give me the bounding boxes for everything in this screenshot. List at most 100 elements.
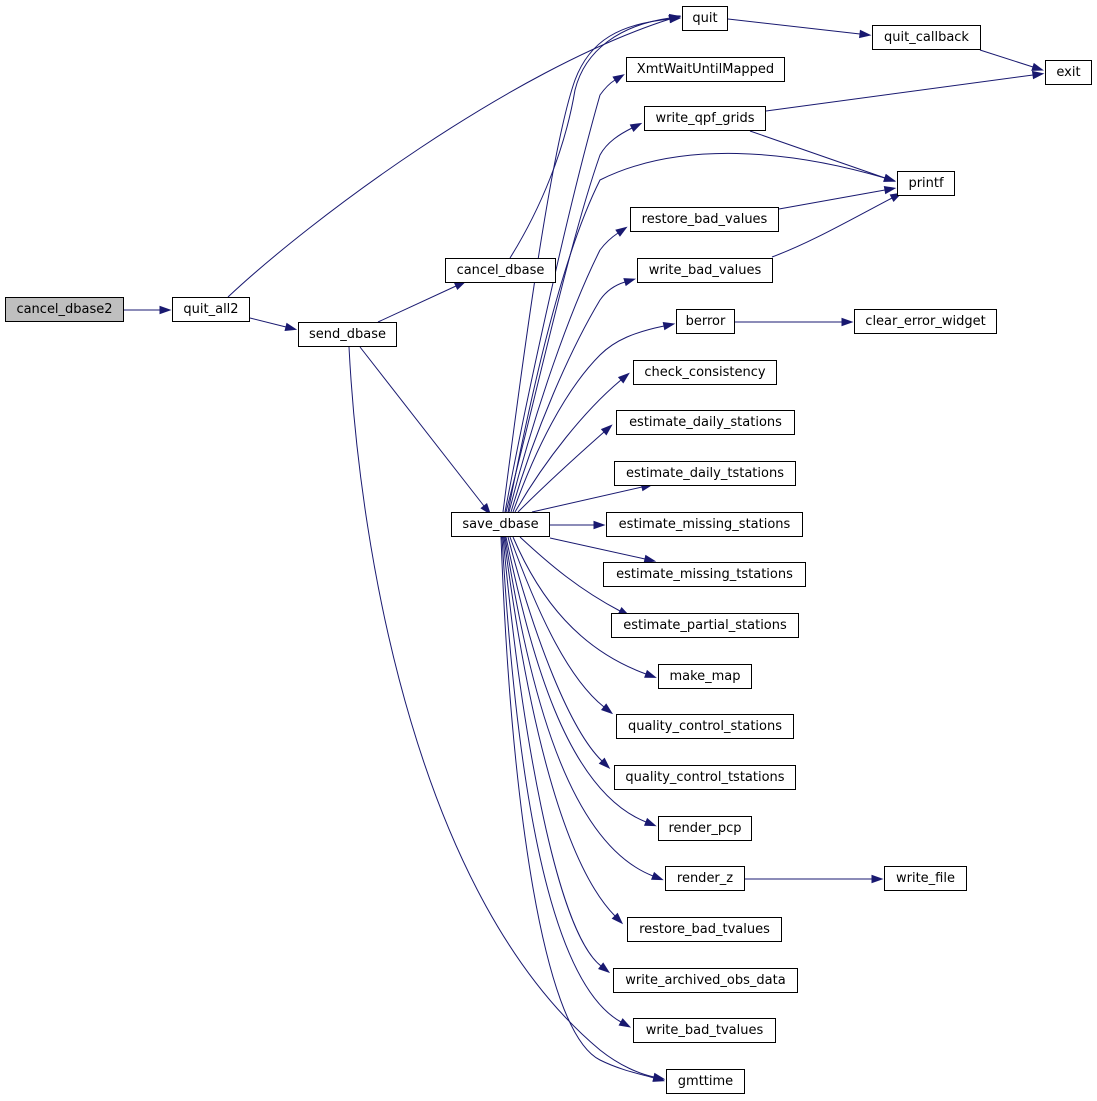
edge-arrowhead: [841, 317, 854, 327]
edge-arrowhead: [284, 322, 298, 331]
edge-line: [505, 536, 647, 823]
node-estimate-missing-stations[interactable]: estimate_missing_stations: [606, 512, 803, 537]
node-quit[interactable]: quit: [682, 6, 728, 31]
edge-arrowhead: [643, 554, 657, 563]
node-label: estimate_partial_stations: [623, 618, 787, 633]
edge-line: [509, 17, 671, 259]
node-write-archived-obs-data[interactable]: write_archived_obs_data: [613, 968, 798, 993]
edge-line: [778, 189, 886, 210]
edge-quit_all2-to-send_dbase: [249, 317, 298, 331]
node-render-pcp[interactable]: render_pcp: [658, 816, 752, 841]
node-write-qpf-grids[interactable]: write_qpf_grids: [644, 106, 766, 131]
edge-arrowhead: [1031, 62, 1044, 71]
edge-quit_callback-to-exit: [979, 49, 1044, 71]
node-make-map[interactable]: make_map: [658, 664, 752, 689]
edge-berror-to-clear_error_widget: [735, 317, 854, 327]
node-render-z[interactable]: render_z: [665, 866, 745, 891]
edge-arrowhead: [1031, 70, 1045, 80]
edge-arrowhead: [159, 305, 172, 315]
node-label: printf: [908, 176, 944, 191]
edge-line: [227, 18, 671, 298]
node-restore-bad-tvalues[interactable]: restore_bad_tvalues: [627, 917, 782, 942]
edge-line: [502, 536, 602, 967]
edge-arrowhead: [859, 29, 872, 39]
node-label: write_file: [896, 871, 955, 886]
edge-save_dbase-to-berror: [512, 321, 676, 513]
edge-arrowhead: [871, 874, 884, 884]
edge-line: [500, 536, 655, 1079]
edge-line: [514, 379, 622, 513]
node-label: berror: [685, 314, 726, 329]
edge-quit_all2-to-quit: [227, 15, 681, 298]
node-printf[interactable]: printf: [897, 171, 955, 196]
node-quit-all2[interactable]: quit_all2: [172, 297, 250, 322]
edge-line: [509, 536, 605, 708]
node-send-dbase[interactable]: send_dbase: [298, 322, 397, 347]
node-write-file[interactable]: write_file: [884, 866, 967, 891]
node-estimate-partial-stations[interactable]: estimate_partial_stations: [611, 613, 799, 638]
edge-arrowhead: [480, 503, 492, 516]
edge-line: [512, 325, 665, 513]
node-label: write_archived_obs_data: [625, 973, 786, 988]
node-label: XmtWaitUntilMapped: [636, 62, 775, 77]
node-restore-bad-values[interactable]: restore_bad_values: [630, 207, 779, 232]
node-label: estimate_daily_stations: [629, 415, 782, 430]
node-check-consistency[interactable]: check_consistency: [633, 360, 777, 385]
edge-line: [512, 536, 647, 675]
edge-write_qpf_grids-to-exit: [765, 70, 1045, 112]
node-save-dbase[interactable]: save_dbase: [451, 512, 550, 537]
node-estimate-missing-tstations[interactable]: estimate_missing_tstations: [603, 562, 806, 587]
node-gmttime[interactable]: gmttime: [666, 1069, 745, 1094]
node-cancel-dbase[interactable]: cancel_dbase: [445, 258, 556, 283]
edge-save_dbase-to-write_bad_values: [510, 278, 637, 513]
edge-save_dbase-to-write_qpf_grids: [505, 122, 643, 513]
edge-save_dbase-to-estimate_daily_stations: [517, 424, 613, 513]
edge-line: [507, 152, 886, 513]
node-exit[interactable]: exit: [1045, 60, 1092, 85]
edge-line: [359, 346, 485, 507]
node-label: restore_bad_values: [641, 212, 768, 227]
edge-arrowhead: [669, 14, 682, 24]
edge-arrowhead: [644, 669, 657, 678]
edge-arrowhead: [611, 912, 624, 925]
node-write-bad-values[interactable]: write_bad_values: [637, 258, 773, 283]
node-label: gmttime: [677, 1074, 734, 1089]
edge-line: [549, 537, 646, 560]
node-quality-control-tstations[interactable]: quality_control_tstations: [614, 765, 796, 790]
edge-line: [501, 536, 622, 1023]
node-quit-callback[interactable]: quit_callback: [872, 25, 981, 50]
node-clear-error-widget[interactable]: clear_error_widget: [854, 309, 997, 334]
edge-send_dbase-to-save_dbase: [359, 346, 492, 516]
node-write-bad-tvalues[interactable]: write_bad_tvalues: [633, 1018, 776, 1043]
node-label: quit_callback: [884, 30, 969, 45]
edge-save_dbase-to-restore_bad_tvalues: [503, 536, 624, 925]
edge-line: [505, 127, 633, 513]
edge-line: [348, 346, 655, 1078]
edge-arrowhead: [617, 372, 630, 384]
node-label: cancel_dbase2: [16, 302, 113, 317]
node-label: write_bad_tvalues: [645, 1023, 764, 1038]
node-label: render_z: [676, 871, 734, 886]
node-label: clear_error_widget: [865, 314, 986, 329]
node-label: write_bad_values: [648, 263, 762, 278]
edge-save_dbase-to-write_bad_tvalues: [501, 536, 632, 1028]
node-xmtwaituntilmapped[interactable]: XmtWaitUntilMapped: [626, 57, 785, 82]
node-berror[interactable]: berror: [676, 309, 735, 334]
node-label: quality_control_tstations: [625, 770, 785, 785]
edge-arrowhead: [615, 226, 628, 237]
edge-write_bad_values-to-printf: [771, 192, 903, 258]
node-estimate-daily-tstations[interactable]: estimate_daily_tstations: [614, 461, 796, 486]
node-quality-control-stations[interactable]: quality_control_stations: [616, 714, 794, 739]
edge-arrowhead: [600, 424, 613, 436]
edge-arrowhead: [600, 703, 614, 715]
edge-save_dbase-to-quality_control_stations: [509, 536, 614, 715]
node-label: exit: [1056, 65, 1081, 80]
edge-line: [508, 232, 619, 513]
edge-arrowhead: [883, 185, 897, 195]
node-estimate-daily-stations[interactable]: estimate_daily_stations: [616, 410, 795, 435]
edge-arrowhead: [623, 278, 637, 287]
node-label: save_dbase: [462, 517, 539, 532]
edge-line: [503, 536, 616, 917]
edge-line: [765, 74, 1034, 112]
